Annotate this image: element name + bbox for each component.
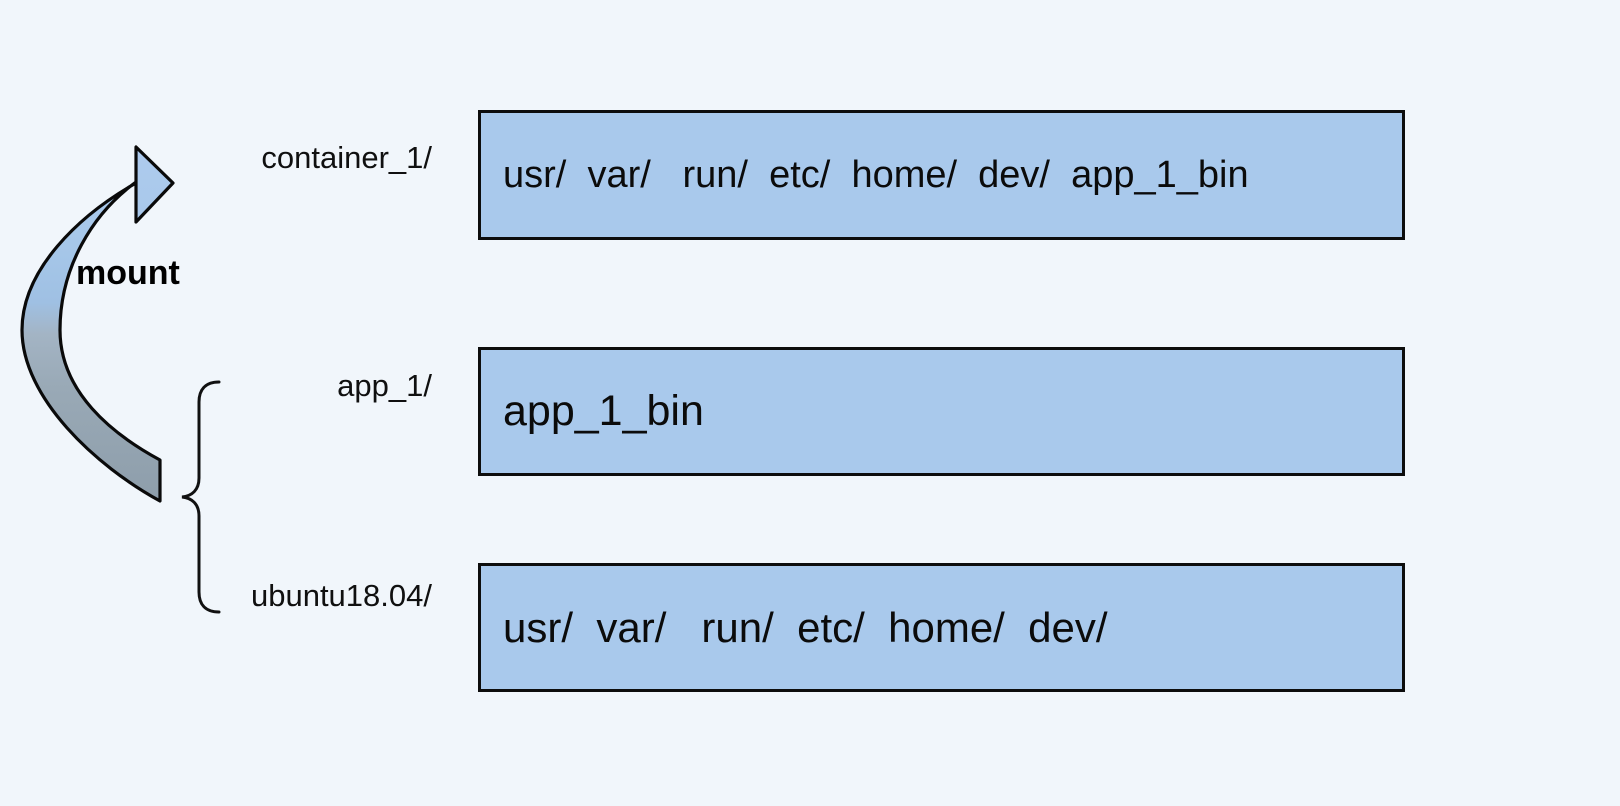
row-label-ubuntu18-04: ubuntu18.04/ [250, 578, 432, 613]
layer-contents-app-1: app_1_bin [503, 387, 704, 435]
layer-contents-container-1: usr/ var/ run/ etc/ home/ dev/ app_1_bin [503, 153, 1249, 196]
row-label-app-1: app_1/ [337, 368, 432, 403]
row-label-container-1: container_1/ [261, 140, 432, 175]
mount-label: mount [76, 254, 180, 292]
mount-arrow-graphic [20, 145, 175, 503]
layer-box-ubuntu18-04: usr/ var/ run/ etc/ home/ dev/ [478, 563, 1405, 692]
layer-box-app-1: app_1_bin [478, 347, 1405, 476]
layer-box-container-1: usr/ var/ run/ etc/ home/ dev/ app_1_bin [478, 110, 1405, 240]
layer-contents-ubuntu18-04: usr/ var/ run/ etc/ home/ dev/ [503, 603, 1108, 651]
